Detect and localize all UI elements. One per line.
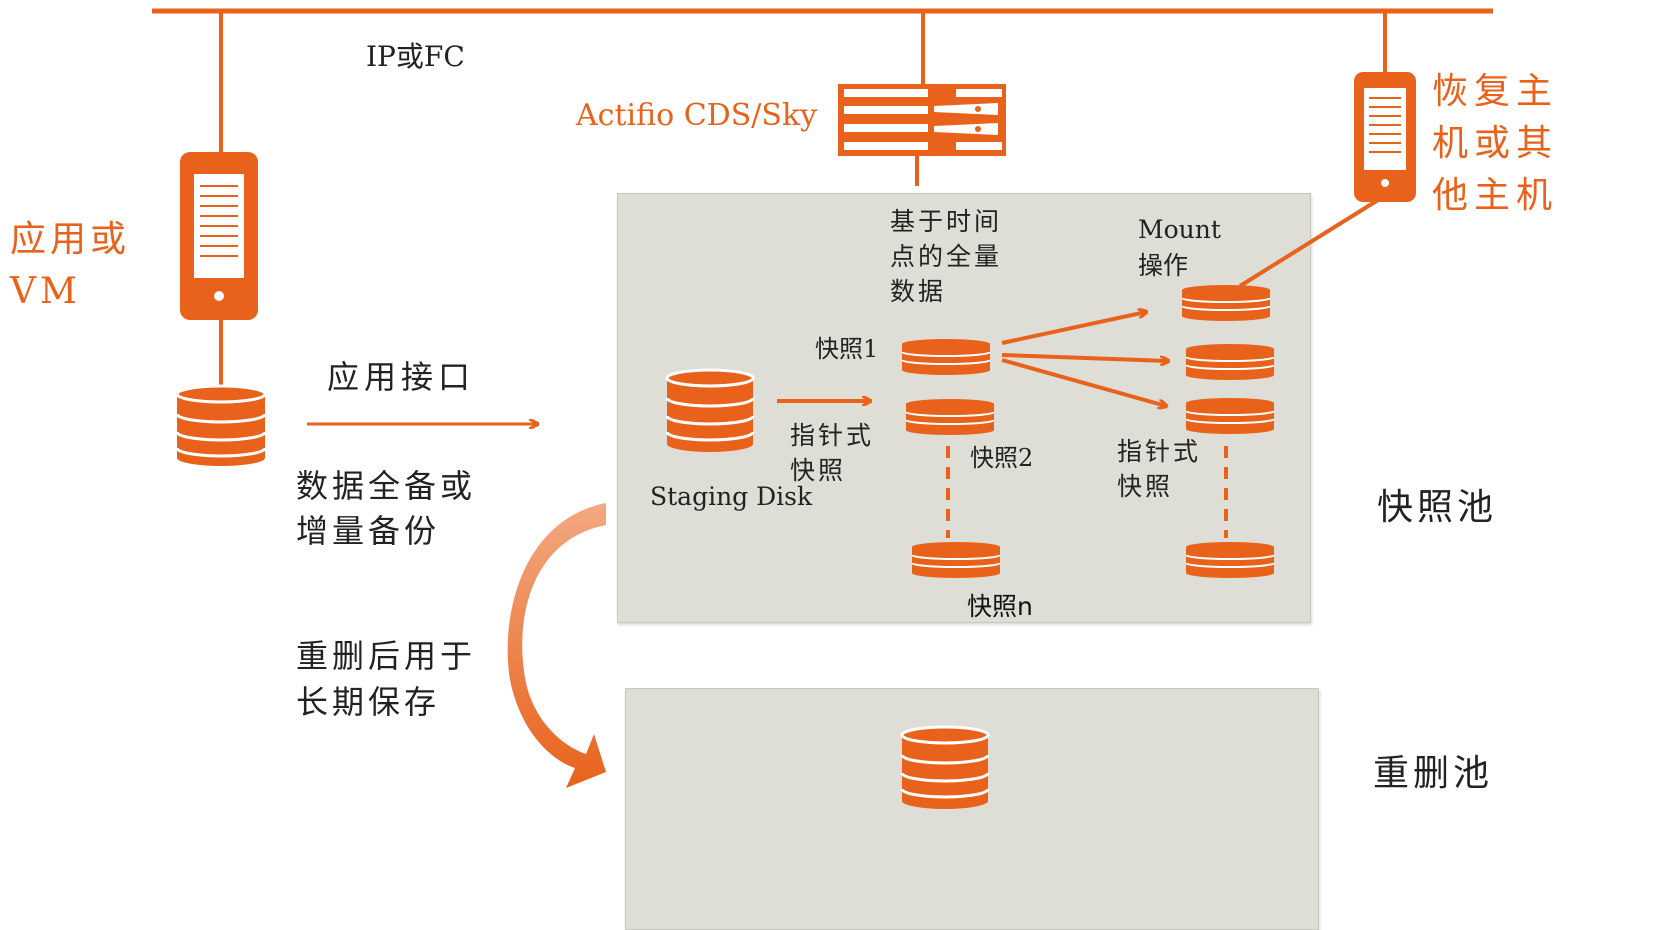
mount-arrow-1 (1001, 312, 1146, 345)
mount-disk-2-icon (1186, 344, 1274, 380)
snapshot-n-label: 快照n (967, 592, 1033, 621)
snapshot1-disk-icon (902, 339, 990, 375)
recovery-host-label: 恢复主 机或其 他主机 (1432, 71, 1559, 217)
dedup-note-label: 重删后用于 长期保存 (296, 637, 477, 722)
backup-type-label: 数据全备或 增量备份 (296, 467, 477, 550)
recovery-mount-link (1238, 198, 1380, 288)
mount-disk-1-icon (1182, 285, 1270, 321)
snapshot1-label: 快照1 (815, 335, 879, 363)
snapshot2-label: 快照2 (970, 444, 1034, 472)
mount-arrow-3 (1001, 358, 1166, 406)
dedup-curve-arrow (507, 503, 606, 788)
app-host-label: 应用或 VM (10, 219, 131, 313)
staging-disk-label: Staging Disk (650, 482, 813, 511)
appliance-label: Actifio CDS/Sky (576, 98, 818, 133)
snapshot-pool-label: 快照池 (1377, 487, 1498, 528)
dedup-database-icon (900, 725, 990, 809)
dedup-pool-label: 重删池 (1373, 753, 1494, 794)
mount-arrow-2 (1001, 353, 1168, 361)
pointer-snapshot-right-label: 指针式 快照 (1117, 437, 1202, 501)
mount-operation-label: Mount 操作 (1138, 215, 1221, 281)
staging-database-icon (665, 368, 755, 452)
recovery-host-server-icon (1354, 72, 1416, 202)
pointer-snapshot-left-label: 指针式 快照 (790, 421, 875, 485)
full-data-point-label: 基于时间 点的全量 数据 (890, 207, 1003, 306)
network-label: IP或FC (366, 40, 465, 73)
snapshot2-disk-icon (906, 399, 994, 435)
app-database-icon (175, 384, 267, 466)
app-host-server-icon (180, 152, 258, 320)
mount-disk-n-icon (1186, 542, 1274, 578)
mount-disk-3-icon (1186, 398, 1274, 434)
snapshot-n-disk-icon (912, 542, 1000, 578)
rack-appliance-icon (838, 84, 1006, 156)
app-interface-label: 应用接口 (327, 358, 476, 396)
